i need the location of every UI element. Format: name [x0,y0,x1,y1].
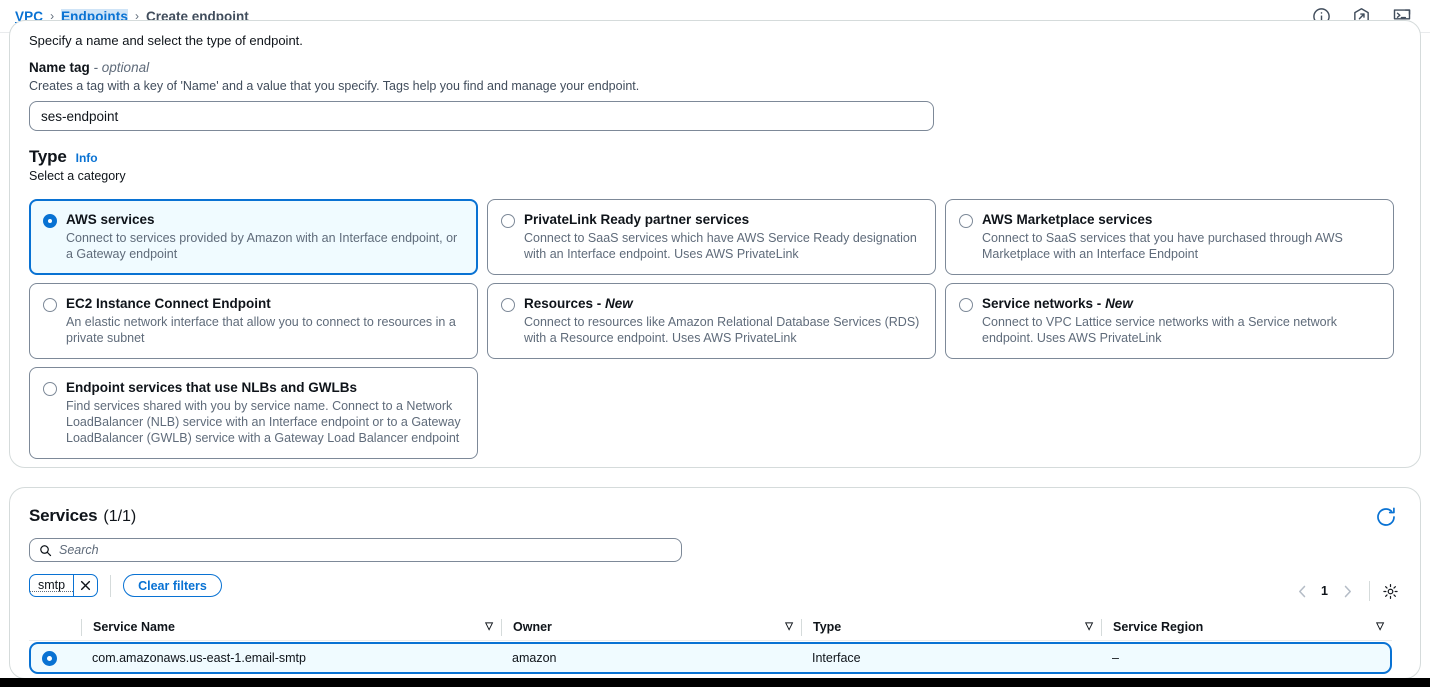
sort-icon[interactable]: ▽ [485,621,493,632]
column-label: Type [813,620,842,634]
type-option-aws-marketplace-services[interactable]: AWS Marketplace services Connect to SaaS… [945,199,1394,275]
table-row[interactable]: com.amazonaws.us-east-1.email-smtp amazo… [29,642,1392,674]
cell-service-region: – [1112,651,1119,665]
breadcrumb-separator: › [50,9,55,23]
type-option-description: An elastic network interface that allow … [66,315,456,345]
type-section-title: Type [29,147,67,166]
table-header-row: Service Name ▽ Owner ▽ Type ▽ Service Re… [29,614,1392,641]
breadcrumb: VPC › Endpoints › Create endpoint [0,8,249,24]
radio-icon[interactable] [959,298,973,312]
type-option-description: Connect to SaaS services which have AWS … [524,231,917,261]
sort-icon[interactable]: ▽ [785,621,793,632]
divider [110,574,112,597]
divider [1369,581,1370,601]
type-option-title: Endpoint services that use NLBs and GWLB… [66,380,358,395]
filter-row: smtp Clear filters [29,574,222,597]
type-option-title: PrivateLink Ready partner services [524,212,750,227]
type-option-title: AWS Marketplace services [982,212,1153,227]
radio-icon[interactable] [43,214,57,228]
table-header-service-region[interactable]: Service Region ▽ [1101,618,1392,636]
type-option-aws-services[interactable]: AWS services Connect to services provide… [29,199,478,275]
table-header-owner[interactable]: Owner ▽ [501,618,801,636]
type-option-description: Find services shared with you by service… [66,399,461,445]
type-info-link[interactable]: Info [75,151,98,165]
radio-icon[interactable] [501,214,515,228]
type-option-description: Connect to VPC Lattice service networks … [982,315,1338,345]
breadcrumb-link-vpc[interactable]: VPC [15,8,44,24]
cell-owner: amazon [512,651,557,665]
pagination-next-button[interactable] [1334,580,1360,602]
type-option-description: Connect to SaaS services that you have p… [982,231,1343,261]
table-header-service-name[interactable]: Service Name ▽ [81,618,501,636]
filter-token-smtp[interactable]: smtp [29,574,99,597]
name-tag-hint: Creates a tag with a key of 'Name' and a… [29,79,640,93]
refresh-icon[interactable] [1373,504,1399,530]
services-title: Services [29,506,98,525]
clear-filters-button[interactable]: Clear filters [123,574,222,597]
section-description: Specify a name and select the type of en… [29,33,303,48]
name-tag-label: Name tag - optional [29,60,150,75]
type-option-privatelink-ready-partner-services[interactable]: PrivateLink Ready partner services Conne… [487,199,936,275]
sort-icon[interactable]: ▽ [1376,621,1384,632]
pagination: 1 [1289,580,1401,602]
type-section-subtitle: Select a category [29,169,126,183]
type-option-ec2-instance-connect-endpoint[interactable]: EC2 Instance Connect Endpoint An elastic… [29,283,478,359]
radio-icon[interactable] [43,298,57,312]
type-option-endpoint-services-nlb-gwlb[interactable]: Endpoint services that use NLBs and GWLB… [29,367,478,459]
type-option-title: EC2 Instance Connect Endpoint [66,296,271,311]
row-select-cell[interactable] [31,650,81,666]
search-input[interactable]: Search [29,538,682,562]
pagination-prev-button[interactable] [1289,580,1315,602]
breadcrumb-separator: › [134,9,139,23]
radio-icon[interactable] [501,298,515,312]
services-table: Service Name ▽ Owner ▽ Type ▽ Service Re… [29,614,1392,674]
type-options-grid: AWS services Connect to services provide… [29,199,1394,459]
type-heading-row: Type Info [29,147,98,167]
table-header-type[interactable]: Type ▽ [801,618,1101,636]
services-count: (1/1) [103,508,137,525]
type-option-description: Connect to resources like Amazon Relatio… [524,315,920,345]
column-label: Service Name [93,620,176,634]
cell-type: Interface [812,651,861,665]
column-label: Service Region [1113,620,1204,634]
column-label: Owner [513,620,552,634]
radio-icon[interactable] [959,214,973,228]
close-icon[interactable] [73,575,97,596]
name-tag-optional-suffix: - optional [93,60,150,75]
type-option-title: Resources - New [524,296,633,311]
filter-token-label: smtp [30,578,74,592]
gear-icon[interactable] [1379,580,1401,602]
search-placeholder: Search [59,543,99,557]
type-option-title: Service networks - New [982,296,1133,311]
breadcrumb-link-endpoints[interactable]: Endpoints [61,8,128,24]
services-header: Services (1/1) [29,506,136,526]
type-option-description: Connect to services provided by Amazon w… [66,231,458,261]
breadcrumb-current-page: Create endpoint [145,8,249,24]
radio-icon[interactable] [43,382,57,396]
type-option-service-networks[interactable]: Service networks - New Connect to VPC La… [945,283,1394,359]
type-option-resources[interactable]: Resources - New Connect to resources lik… [487,283,936,359]
radio-icon[interactable] [42,650,57,666]
name-tag-input[interactable] [29,101,934,131]
type-option-title: AWS services [66,212,155,227]
cell-service-name: com.amazonaws.us-east-1.email-smtp [92,651,306,665]
pagination-page-1[interactable]: 1 [1321,584,1328,598]
search-icon [40,544,52,556]
viewport-bottom-edge [0,678,1430,687]
sort-icon[interactable]: ▽ [1085,621,1093,632]
